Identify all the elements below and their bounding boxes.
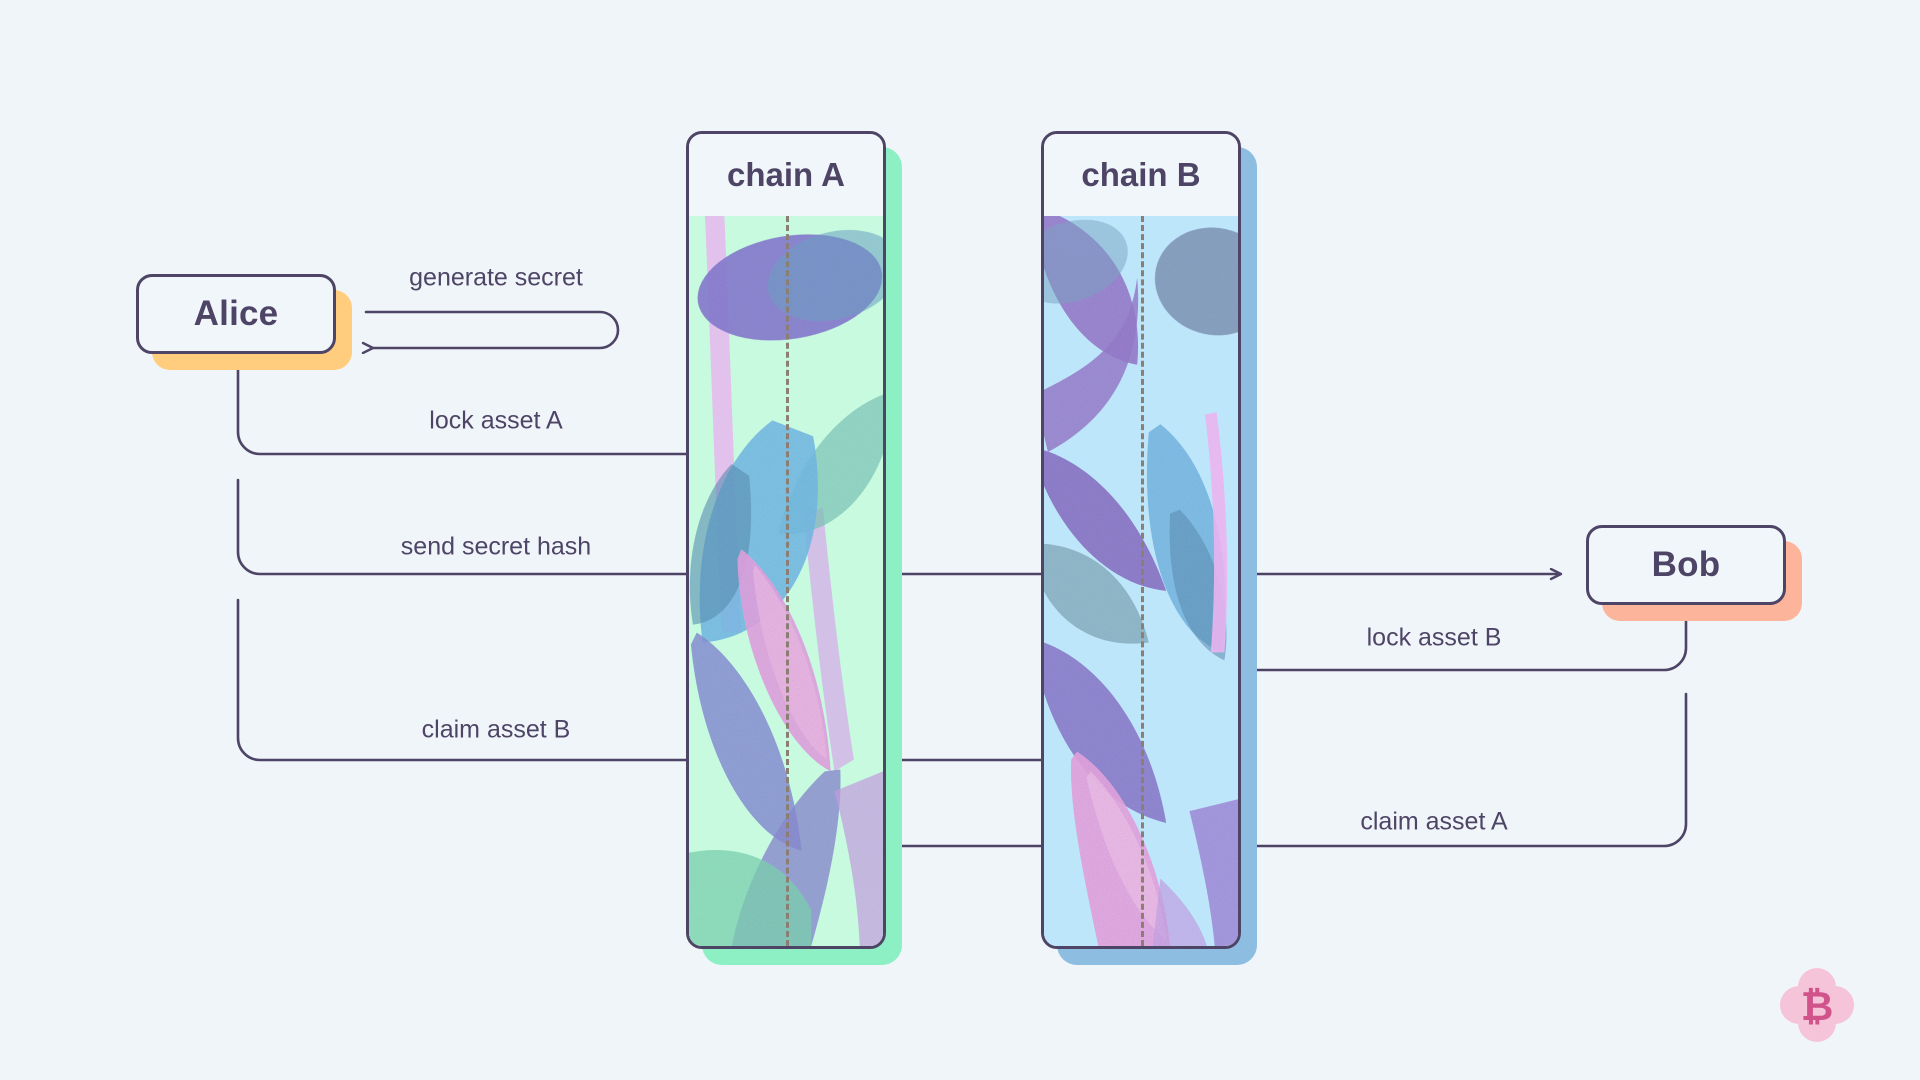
label-lock-asset-a: lock asset A: [429, 406, 563, 435]
chain-b-centerline: [1141, 216, 1144, 946]
actor-alice-label: Alice: [193, 294, 279, 333]
bitcoin-symbol: ₿: [1801, 985, 1834, 1029]
wire-claim-asset-b: [236, 598, 1114, 760]
actor-alice[interactable]: Alice: [136, 274, 336, 354]
chain-column-a[interactable]: chain A: [686, 131, 886, 949]
actor-bob[interactable]: Bob: [1586, 525, 1786, 605]
chain-a-centerline: [786, 216, 789, 946]
label-claim-asset-b: claim asset B: [421, 715, 571, 744]
chain-b-body: [1044, 216, 1238, 946]
chain-b-header: chain B: [1044, 134, 1238, 216]
chain-a-body: [689, 216, 883, 946]
chain-a-title: chain A: [727, 156, 845, 193]
chain-column-b[interactable]: chain B: [1041, 131, 1241, 949]
chain-b-title: chain B: [1081, 156, 1201, 193]
wire-generate-secret: [366, 310, 620, 348]
bitcoin-badge-icon: ₿: [1780, 968, 1854, 1042]
actor-bob-label: Bob: [1651, 545, 1721, 584]
chain-a-header: chain A: [689, 134, 883, 216]
label-lock-asset-b: lock asset B: [1366, 623, 1502, 652]
label-generate-secret: generate secret: [409, 263, 583, 292]
label-send-secret-hash: send secret hash: [400, 532, 592, 561]
label-claim-asset-a: claim asset A: [1360, 807, 1508, 836]
